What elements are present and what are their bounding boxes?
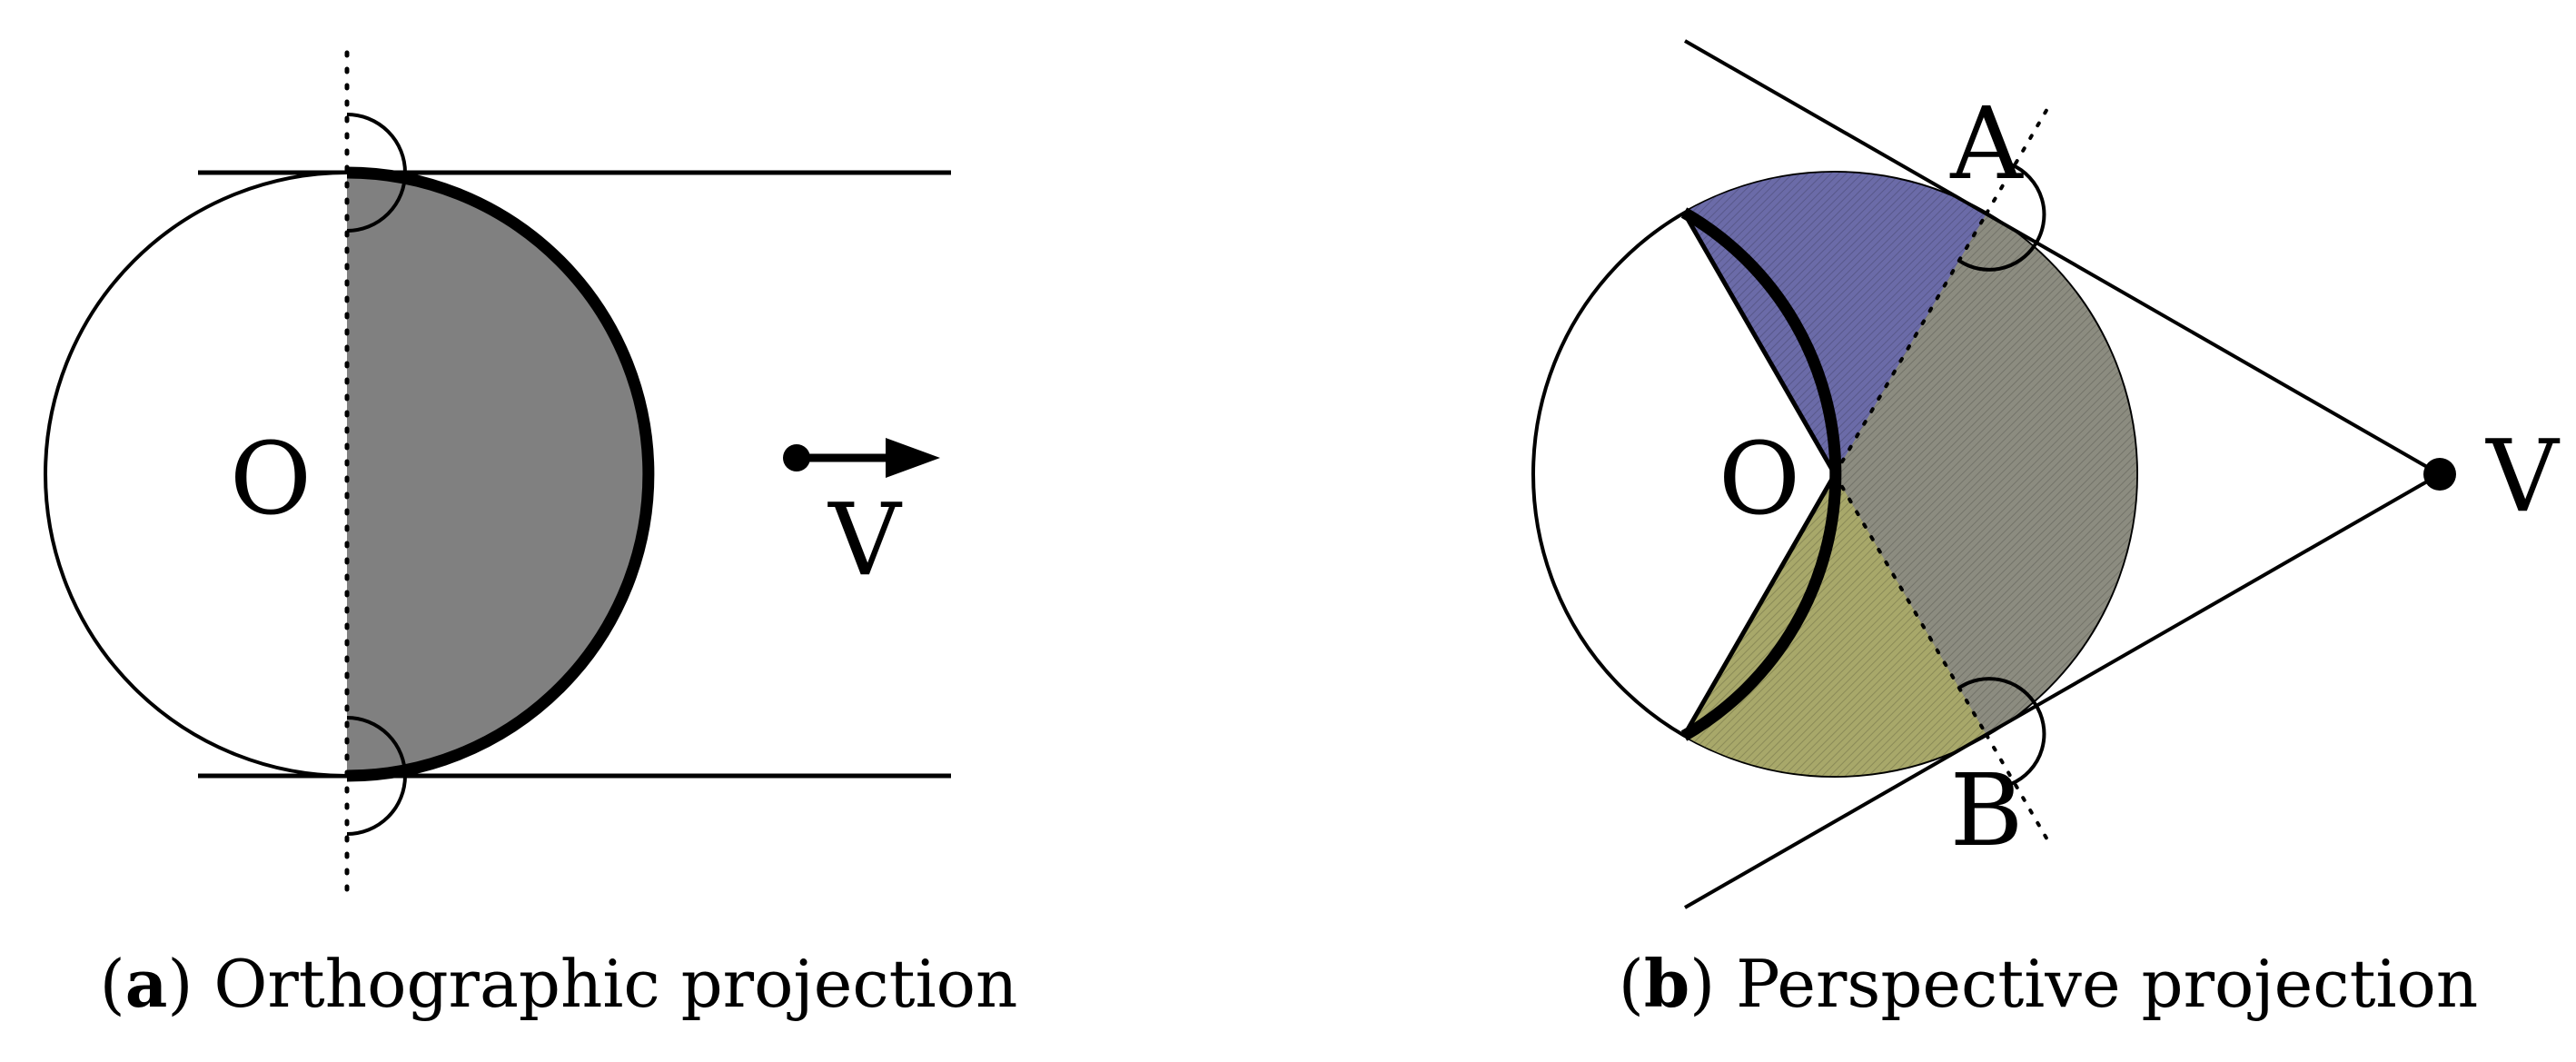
visible-arc-a — [346, 166, 655, 782]
caption-a-text: Orthographic projection — [193, 946, 1017, 1022]
arrowhead-icon — [886, 438, 940, 478]
caption-b: (b) Perspective projection — [1619, 945, 2479, 1022]
dotted-radius-a — [1833, 212, 1988, 476]
tangent-line-top — [1684, 39, 2441, 476]
visible-arc-b — [1680, 207, 1842, 741]
angle-arc-bottom-b — [1957, 677, 2046, 786]
radius-line-bottom — [1681, 472, 1838, 738]
viewpoint-dot-b — [2423, 458, 2456, 491]
angle-arc-top-b — [1957, 163, 2046, 272]
angle-arc-top-a — [346, 113, 407, 233]
caption-a: (a) Orthographic projection — [100, 945, 1018, 1022]
center-label-b: O — [1719, 421, 1800, 537]
dotted-radius-b — [1833, 472, 1988, 737]
tangent-line-bottom — [1684, 472, 2441, 909]
angle-arc-bottom-a — [346, 716, 407, 836]
viewpoint-label-a: V — [827, 481, 903, 598]
caption-b-letter: b — [1644, 945, 1689, 1022]
caption-a-letter: a — [125, 945, 168, 1022]
tangent-point-label-a: A — [1949, 85, 2024, 202]
radius-line-top — [1681, 211, 1838, 476]
tangent-point-label-b: B — [1950, 752, 2024, 868]
viewpoint-label-b: V — [2484, 418, 2561, 534]
caption-b-text: Perspective projection — [1715, 946, 2478, 1022]
dotted-extension-a — [1985, 105, 2050, 215]
center-label-a: O — [230, 421, 312, 537]
panel-a: O V (a) Orthographic projection — [44, 50, 1018, 1022]
panel-b: O V A B (b) Perspective projection — [1531, 39, 2561, 1022]
dotted-extension-b — [1985, 733, 2050, 843]
visible-hemisphere-a — [347, 173, 649, 776]
